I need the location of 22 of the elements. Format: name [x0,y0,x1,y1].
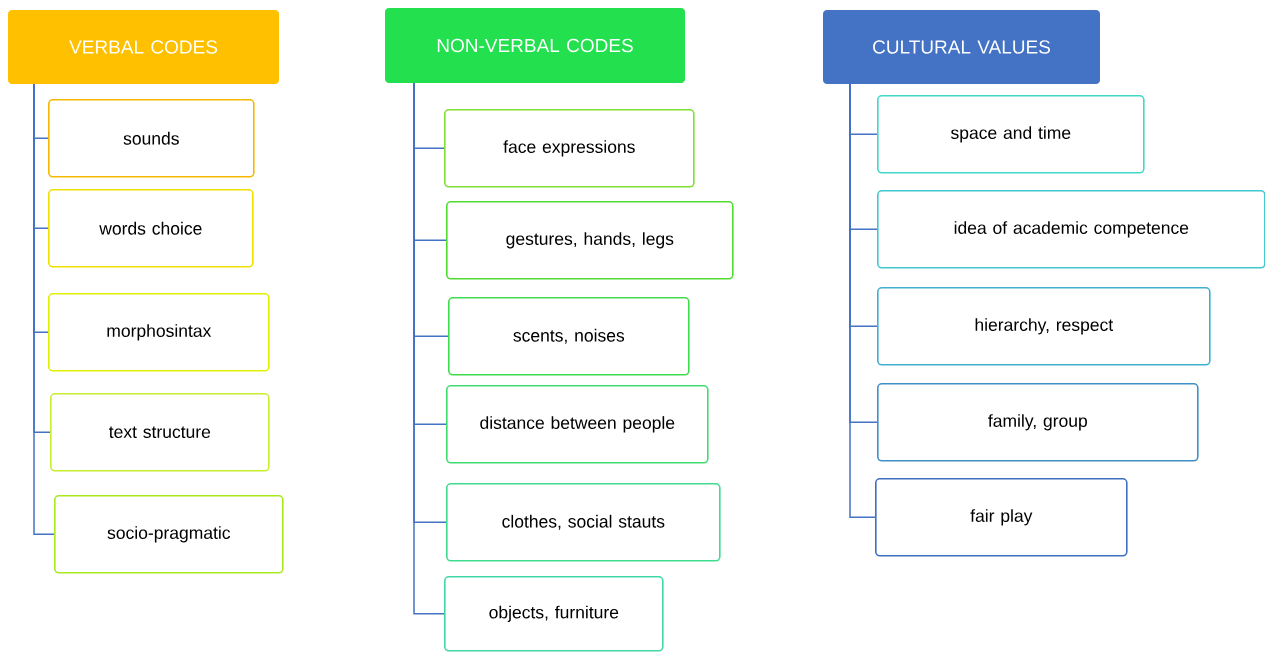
item-box: family, group [877,383,1199,462]
item-box: face expressions [444,109,695,188]
tree-connector [33,83,55,536]
tree-connector [849,83,876,519]
item-box: gestures, hands, legs [446,201,734,280]
item-box: hierarchy, respect [877,287,1211,366]
item-box: text structure [50,393,270,472]
tree-connector [413,82,445,615]
item-box: socio-pragmatic [54,495,284,574]
header-box: VERBAL CODES [8,10,279,84]
item-box: morphosintax [48,293,270,372]
item-box: words choice [48,189,254,268]
item-box: space and time [877,95,1145,174]
item-box: scents, noises [448,297,690,376]
header-box: NON-VERBAL CODES [385,8,685,83]
item-box: idea of academic competence [877,190,1265,269]
item-box: fair play [875,478,1128,557]
item-box: distance between people [446,385,709,464]
item-box: clothes, social stauts [446,483,721,562]
item-box: objects, furniture [444,576,664,652]
item-box: sounds [48,99,255,178]
header-box: CULTURAL VALUES [823,10,1100,84]
